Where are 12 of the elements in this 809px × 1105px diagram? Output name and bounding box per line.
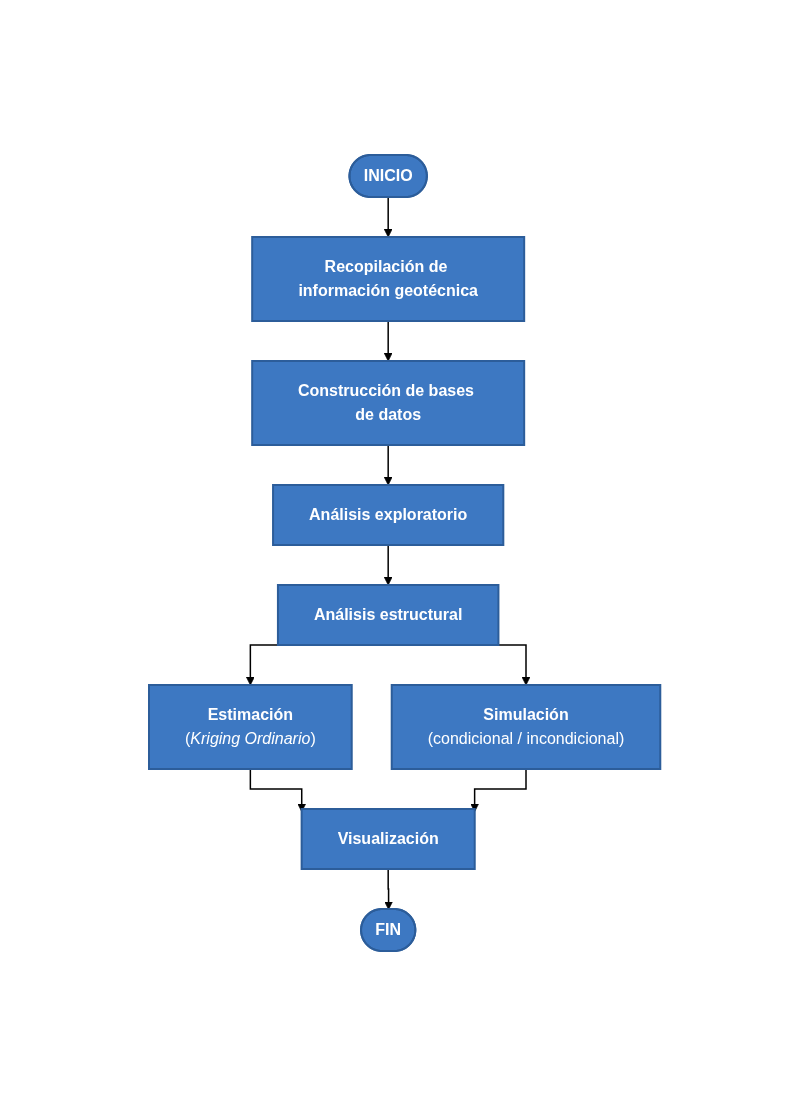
node-box: Estimación (Kriging Ordinario) bbox=[147, 683, 353, 770]
arrow bbox=[383, 319, 393, 361]
node-box: Construcción de bases de datos bbox=[251, 359, 526, 446]
node-box: Recopilación de información geotécnica bbox=[251, 235, 526, 322]
node-box: Simulación (condicional / incondicional) bbox=[390, 683, 662, 770]
node-box: Análisis exploratorio bbox=[271, 483, 505, 546]
node-box: Visualización bbox=[300, 807, 476, 870]
arrow bbox=[383, 196, 393, 237]
arrow bbox=[384, 867, 393, 910]
arrow bbox=[383, 543, 393, 585]
node-box: Análisis estructural bbox=[276, 583, 500, 646]
arrow bbox=[383, 443, 393, 485]
